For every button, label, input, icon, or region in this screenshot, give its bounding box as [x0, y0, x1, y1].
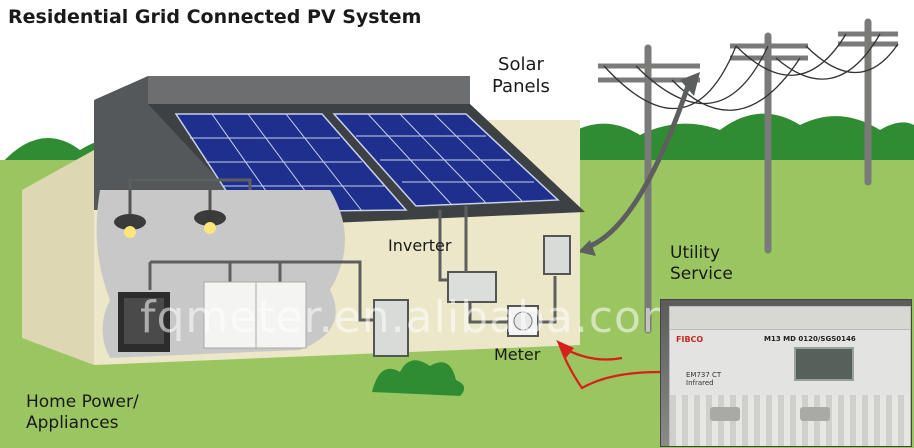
utility-poles — [644, 18, 872, 334]
label-meter: Meter — [494, 345, 541, 364]
house-side-wall — [22, 150, 94, 365]
meter-infrared-label: EM737 CT Infrared — [686, 371, 721, 387]
dryer-appliance — [255, 281, 307, 349]
diagram-title: Residential Grid Connected PV System — [8, 6, 422, 28]
highlight-arrowhead — [556, 340, 574, 358]
house-wiring — [128, 178, 557, 324]
meter-product-photo: FIBCO M13 MD 0120/SGS0146 EM737 CT Infra… — [660, 299, 912, 447]
label-solar-line1: Solar — [498, 54, 544, 75]
label-inverter: Inverter — [388, 236, 452, 255]
terminal-cover-right — [800, 407, 830, 421]
label-utility-line1: Utility — [670, 243, 721, 263]
meter-infrared: Infrared — [686, 379, 714, 387]
din-rail-meter: FIBCO M13 MD 0120/SGS0146 EM737 CT Infra… — [669, 306, 911, 446]
service-arrowhead-bottom — [578, 240, 596, 256]
meter-model-no: EM737 CT — [686, 371, 722, 379]
ceiling-lamps — [114, 190, 226, 238]
label-utility-service: Utility Service — [670, 243, 733, 285]
label-utility-line2: Service — [670, 264, 733, 284]
meter-model-text: M13 MD 0120/SGS0146 — [764, 335, 856, 343]
meter-buttons — [856, 351, 866, 381]
label-solar-line2: Panels — [492, 76, 550, 97]
highlight-arrow — [557, 343, 661, 390]
label-solar-panels: Solar Panels — [492, 54, 550, 98]
breaker-panel — [373, 299, 409, 357]
washer-appliance — [203, 281, 257, 349]
label-home-appliances: Home Power/ Appliances — [26, 392, 139, 434]
meter-brand: FIBCO — [676, 335, 704, 344]
inverter-box — [447, 271, 497, 303]
watermark: fqmeter.en.alibaba.com — [140, 292, 686, 343]
meter-top-strip — [670, 307, 910, 330]
meter-terminal-block — [670, 395, 910, 446]
service-arrowhead-top — [680, 72, 700, 96]
meter-lcd — [794, 347, 854, 381]
roof-top — [148, 76, 470, 104]
bush-left — [372, 360, 465, 396]
utility-disconnect — [543, 235, 571, 275]
label-home-line2: Appliances — [26, 413, 119, 433]
meter-model: MD 0120/SGS0146 — [783, 335, 856, 343]
service-wire — [584, 79, 693, 251]
tv-screen — [124, 298, 164, 344]
label-home-line1: Home Power/ — [26, 392, 139, 412]
terminal-cover-left — [710, 407, 740, 421]
meter-mark: M13 — [764, 335, 781, 343]
